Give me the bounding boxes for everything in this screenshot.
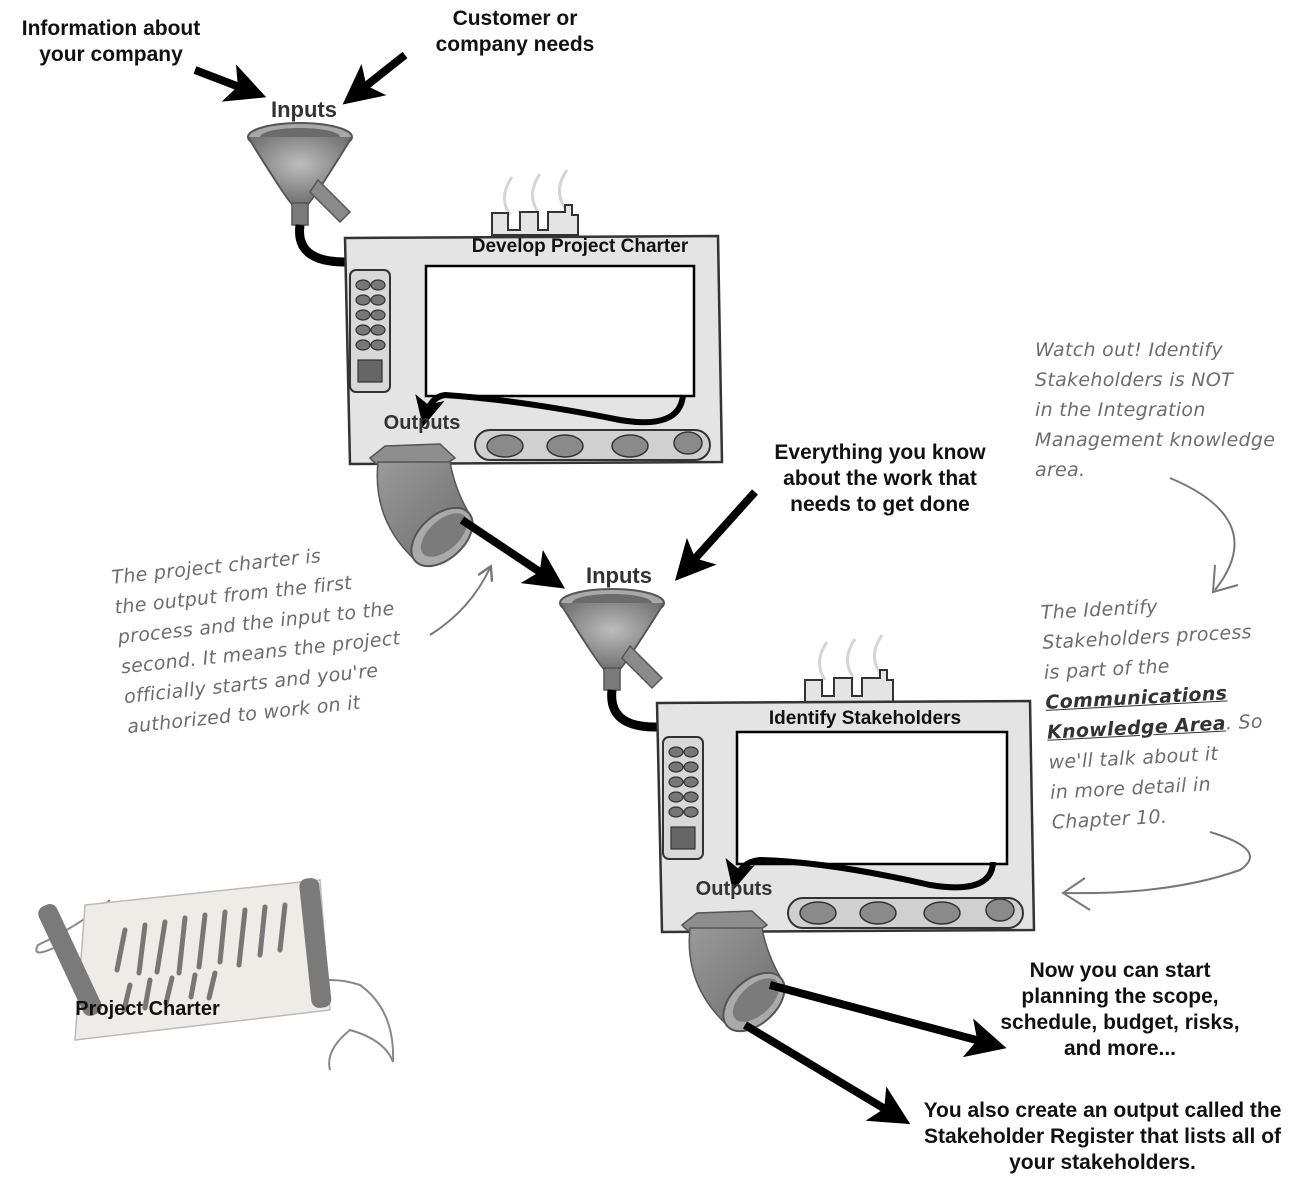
note-identify-stakeholders: The Identify Stakeholders process is par…	[1040, 595, 1264, 834]
label-start-planning: Now you can start planning the scope, sc…	[1000, 959, 1240, 1060]
note-project-charter: The project charter is the output from t…	[110, 544, 402, 739]
process1-outputs-label: Outputs	[383, 412, 461, 434]
note-pointer-watch-head	[1211, 564, 1239, 594]
output-spout-1	[368, 443, 474, 568]
process1-inputs-label: Inputs	[271, 97, 337, 122]
input-funnel-2	[559, 588, 665, 691]
note-pointer-chapter	[1064, 831, 1251, 895]
arrow-info-to-inputs	[193, 64, 267, 102]
label-project-charter: Project Charter	[75, 998, 220, 1020]
arrow-everything-to-inputs2	[674, 489, 758, 581]
output-spout-2	[680, 910, 786, 1033]
machine2-internal-arrow	[725, 856, 996, 891]
note-pointer-chapter-head	[1061, 877, 1091, 911]
arrow-to-planning	[768, 981, 1007, 1058]
note-watch-out: Watch out! Identify Stakeholders is NOT …	[1035, 339, 1276, 481]
process2-outputs-label: Outputs	[695, 878, 773, 900]
input-funnel-1	[247, 122, 353, 226]
process1-title: Develop Project Charter	[471, 236, 689, 257]
pipe-funnel2-to-machine2	[607, 689, 719, 750]
arrow-to-register	[742, 1021, 911, 1125]
project-charter-scroll	[35, 878, 395, 1071]
arrow-charter-to-inputs2	[459, 516, 565, 589]
label-info-about-company: Information about your company	[21, 17, 201, 66]
top-arrows	[193, 51, 408, 105]
process2-inputs-label: Inputs	[586, 563, 652, 588]
machine1-internal-arrow	[415, 391, 686, 427]
label-everything-you-know: Everything you know about the work that …	[774, 441, 986, 516]
arrow-needs-to-inputs	[342, 51, 408, 105]
label-stakeholder-register: You also create an output called the Sta…	[923, 1099, 1282, 1174]
process2-title: Identify Stakeholders	[768, 708, 962, 729]
label-customer-needs: Customer or company needs	[435, 7, 595, 56]
note-pointer-watch	[1169, 477, 1236, 591]
note-pointer-charter	[429, 568, 490, 636]
